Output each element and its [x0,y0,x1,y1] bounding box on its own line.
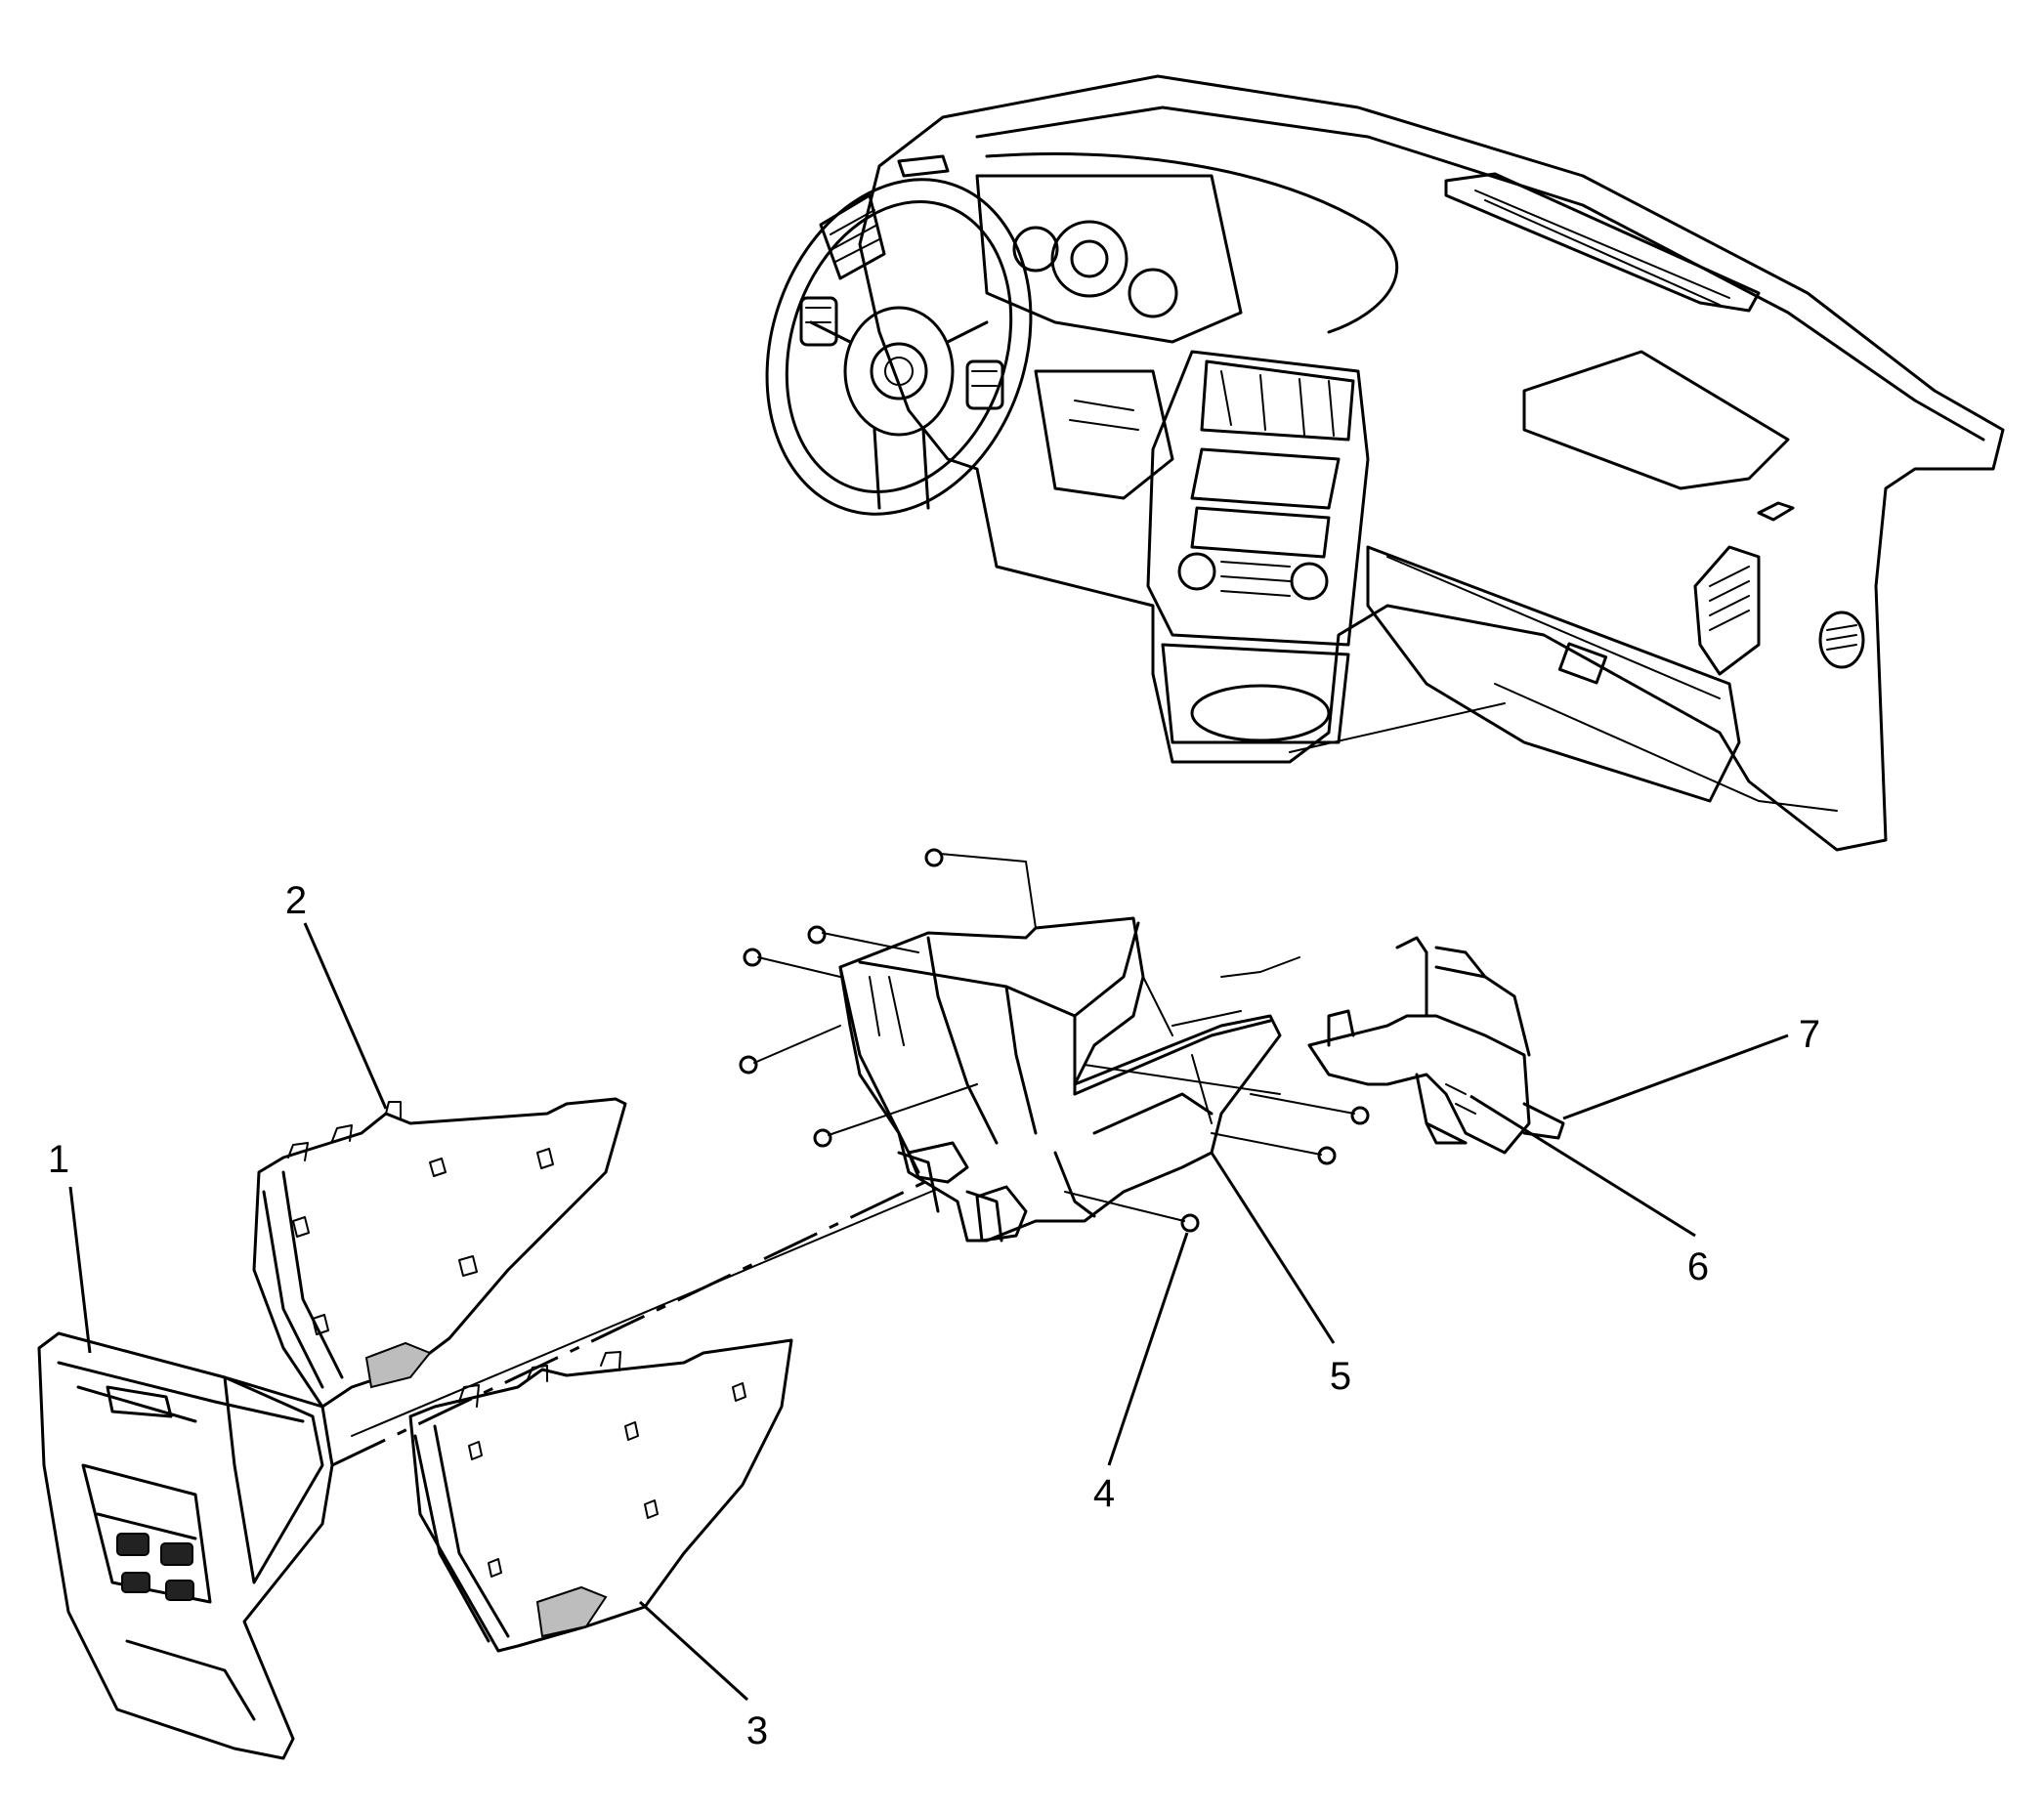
bolt-icon [807,925,919,953]
callout-6: 6 [1687,1245,1709,1288]
bolt-icon [1064,1191,1200,1233]
leader-lines [68,922,1789,1702]
part-6-side-bracket [1307,936,1565,1155]
bolt-icon [743,948,841,978]
callout-5: 5 [1330,1355,1351,1398]
bolt-icon [1250,1093,1370,1125]
bolt-icon [1211,1132,1337,1165]
part-3-right-closeout-panel [408,1338,793,1653]
bolt-icon [813,1083,978,1148]
bolt-icon [924,848,1027,867]
callout-7: 7 [1799,1013,1820,1056]
callout-3: 3 [746,1709,768,1752]
fasteners [739,848,1370,1233]
alignment-line [331,1146,998,1467]
callout-2: 2 [285,879,307,922]
instrument-panel-assembly [765,74,2005,852]
part-1-lower-console-trim [37,1331,334,1760]
alignment-line [351,1171,978,1437]
callout-4: 4 [1093,1472,1115,1515]
part-2-left-closeout-panel [252,1097,627,1409]
bolt-icon [739,1025,841,1075]
callout-1: 1 [48,1138,69,1181]
